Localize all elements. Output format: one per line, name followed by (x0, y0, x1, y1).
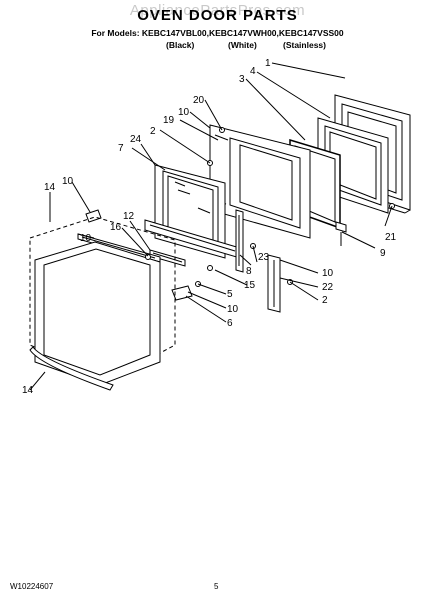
callout-9: 21 (385, 232, 397, 243)
hinge-arm-part (235, 209, 244, 273)
callout-21: 10 (80, 233, 92, 244)
callout-8: 10 (322, 268, 334, 279)
callout-6: 10 (227, 304, 239, 315)
callout-14: 10 (62, 176, 74, 187)
callout-7: 7 (118, 143, 124, 154)
callout-2: 22 (322, 282, 334, 293)
small-block-top-part (85, 209, 102, 223)
models-line: For Models: KEBC147VBL00,KEBC147VWH00,KE… (91, 28, 344, 38)
callout-10: 10 (178, 107, 190, 118)
callout-10: 2 (150, 126, 156, 137)
outer-glass-part (34, 241, 161, 386)
watermark: AppliancePartsPros.com (129, 2, 306, 19)
page-number: 5 (214, 582, 219, 591)
callout-10: 16 (110, 222, 122, 233)
callout-10: 23 (258, 252, 270, 263)
callout-20: 20 (193, 95, 205, 106)
callout-1: 1 (265, 58, 271, 69)
callout-5: 2 (322, 295, 328, 306)
callout-13: 14 (22, 385, 34, 396)
callout-10: 5 (227, 289, 233, 300)
callout-4: 4 (250, 66, 256, 77)
page-title: OVEN DOOR PARTS (137, 7, 298, 24)
callout-3: 3 (239, 74, 245, 85)
hinge-part (267, 254, 281, 313)
callout-numbers: 1 3 4 20 10 19 2 24 7 10 14 12 16 10 21 … (22, 58, 397, 396)
callout-24: 24 (130, 134, 142, 145)
color-white-label: (White) (228, 40, 257, 50)
color-stainless-label: (Stainless) (283, 40, 326, 50)
callout-19: 19 (163, 115, 175, 126)
callout-14: 6 (227, 318, 233, 329)
leader-lines (29, 62, 393, 391)
callout-15: 8 (246, 266, 252, 277)
callout-16: 12 (123, 211, 135, 222)
callout-23: 9 (380, 248, 386, 259)
doc-number: W10224607 (10, 582, 54, 591)
door-handle-part (29, 346, 114, 391)
callout-12: 14 (44, 182, 56, 193)
callout-22: 15 (244, 280, 256, 291)
clip-part (335, 221, 347, 246)
color-black-label: (Black) (166, 40, 195, 50)
